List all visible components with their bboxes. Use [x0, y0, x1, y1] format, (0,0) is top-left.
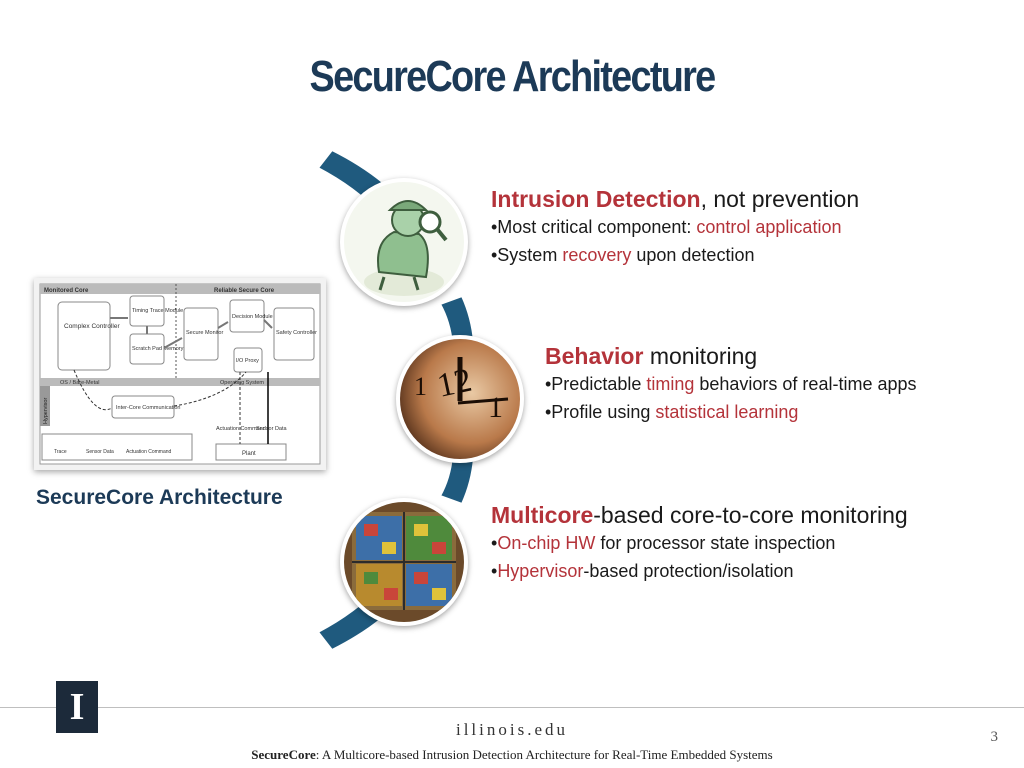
section-heading: Intrusion Detection, not prevention [491, 185, 859, 213]
bullet-highlight: timing [646, 374, 695, 394]
label-monitored-core: Monitored Core [44, 288, 89, 294]
bullet-highlight: On-chip HW [497, 533, 596, 553]
bullet-text: -based protection/isolation [583, 561, 794, 581]
detective-circle [340, 178, 468, 306]
bullet-text: •System [491, 245, 563, 265]
label-inter-core: Inter-Core Communication [116, 405, 181, 411]
bullet-highlight: control application [696, 217, 842, 237]
label-complex-controller: Complex Controller [64, 323, 120, 330]
heading-highlight: Behavior [545, 343, 644, 369]
section-behavior-monitoring: Behavior monitoring •Predictable timing … [545, 342, 916, 426]
label-io-proxy: I/O Proxy [236, 358, 259, 364]
bullet-text: for processor state inspection [595, 533, 836, 553]
bullet-text: • [491, 533, 498, 553]
label-actuation-command: Actuation Command [216, 426, 266, 432]
bullet-text: •Predictable [545, 374, 647, 394]
heading-rest: -based core-to-core monitoring [593, 502, 908, 528]
label-secure-monitor: Secure Monitor [186, 330, 223, 336]
bullet-item: •Most critical component: control applic… [491, 213, 859, 241]
bullet-item: •Predictable timing behaviors of real-ti… [545, 370, 916, 398]
label-decision-module: Decision Module [232, 314, 273, 320]
bullet-highlight: recovery [562, 245, 632, 265]
architecture-diagram-svg: Monitored Core Reliable Secure Core Comp… [39, 283, 321, 465]
bullet-text: •Profile using [545, 402, 656, 422]
detective-icon [344, 182, 464, 302]
chip-circle [340, 498, 468, 626]
footnote: SecureCore: A Multicore-based Intrusion … [0, 747, 1024, 763]
label-reliable-secure-core: Reliable Secure Core [214, 288, 275, 294]
architecture-diagram: Monitored Core Reliable Secure Core Comp… [34, 278, 326, 470]
chip-icon [344, 502, 464, 622]
section-multicore-monitoring: Multicore-based core-to-core monitoring … [491, 501, 908, 585]
legend-sensor: Sensor Data [86, 449, 114, 455]
legend-actuation: Actuation Command [126, 449, 172, 455]
bullet-highlight: statistical learning [655, 402, 799, 422]
heading-highlight: Multicore [491, 502, 594, 528]
page-number: 3 [990, 729, 999, 745]
svg-text:1: 1 [414, 372, 427, 401]
logo-letter: I [69, 686, 85, 728]
label-scratch-pad: Scratch Pad Memory [132, 346, 184, 352]
footer-domain: illinois.edu [455, 720, 569, 739]
footnote-rest: : A Multicore-based Intrusion Detection … [315, 747, 773, 762]
heading-highlight: Intrusion Detection [491, 186, 701, 212]
clock-circle: 12 1 1 [396, 335, 524, 463]
illinois-logo: I [56, 681, 98, 733]
heading-rest: , not prevention [700, 186, 860, 212]
bullet-item: •System recovery upon detection [491, 241, 859, 269]
svg-text:1: 1 [488, 391, 503, 424]
bullet-text: upon detection [631, 245, 755, 265]
section-heading: Multicore-based core-to-core monitoring [491, 501, 908, 529]
bullet-item: •Hypervisor-based protection/isolation [491, 557, 908, 585]
label-timing-trace: Timing Trace Module [132, 308, 183, 314]
label-plant: Plant [242, 451, 256, 457]
label-sensor-data: Sensor Data [256, 426, 288, 432]
svg-text:12: 12 [434, 362, 475, 405]
label-hypervisor: Hypervisor [43, 398, 49, 424]
legend-trace: Trace [54, 449, 67, 455]
bullet-text: behaviors of real-time apps [694, 374, 917, 394]
bullet-item: •On-chip HW for processor state inspecti… [491, 529, 908, 557]
clock-icon: 12 1 1 [400, 339, 520, 459]
section-intrusion-detection: Intrusion Detection, not prevention •Mos… [491, 185, 859, 269]
footer-divider [0, 707, 1024, 708]
label-os-bare-metal: OS / Bare-Metal [60, 380, 99, 386]
slide-title: SecureCore Architecture [309, 52, 717, 101]
footnote-bold: SecureCore [251, 747, 316, 762]
bullet-text: •Most critical component: [491, 217, 697, 237]
diagram-caption: SecureCore Architecture [36, 486, 283, 509]
bullet-item: •Profile using statistical learning [545, 398, 916, 426]
heading-rest: monitoring [643, 343, 758, 369]
label-safety-controller: Safety Controller [276, 330, 317, 336]
section-heading: Behavior monitoring [545, 342, 916, 370]
bullet-text: • [491, 561, 498, 581]
label-operating-system: Operating System [220, 380, 264, 386]
bullet-highlight: Hypervisor [497, 561, 584, 581]
